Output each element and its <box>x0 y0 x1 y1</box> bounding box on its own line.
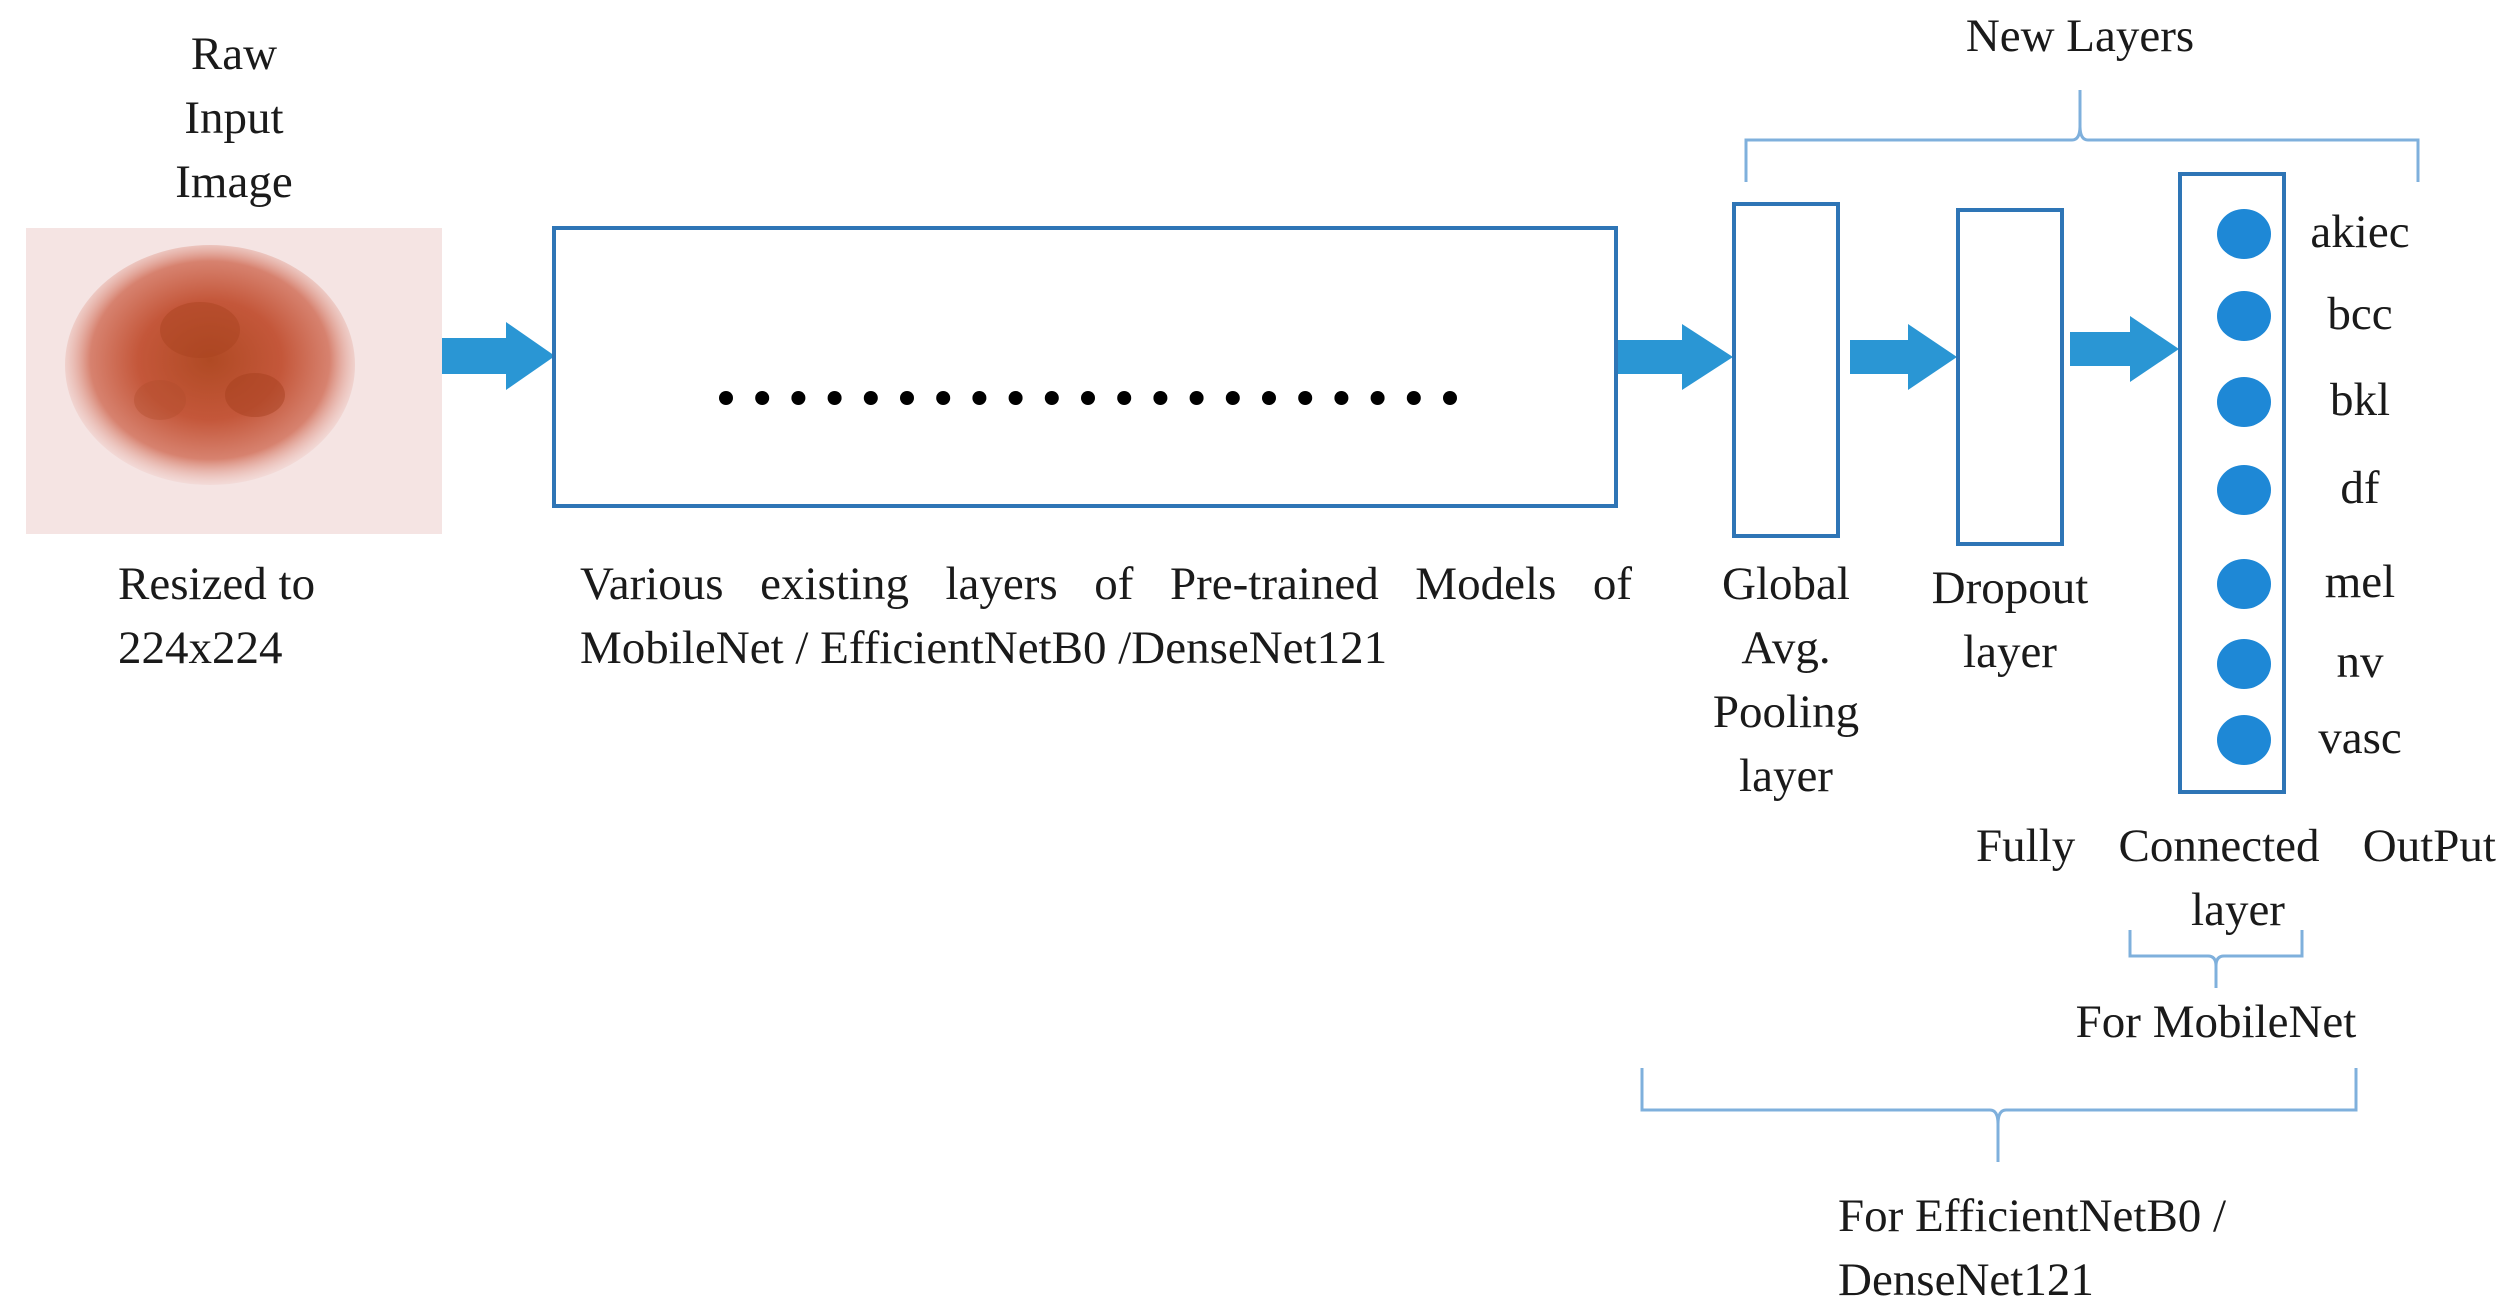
backbone-dot <box>1262 391 1276 405</box>
resize-line: Resized to <box>118 558 316 610</box>
efficientnet-brace-label: For EfficientNetB0 / DenseNet121 <box>1838 1184 2226 1312</box>
backbone-dot <box>936 391 951 405</box>
arrow-gap-to-dropout <box>1850 324 1957 390</box>
output-caption-line2: layer <box>2191 884 2285 936</box>
backbone-dot <box>755 391 770 405</box>
gap-layer-caption: Global Avg. Pooling layer <box>1686 552 1886 808</box>
mobilenet-brace-label: For MobileNet <box>2075 996 2357 1048</box>
output-caption-line1: Fully Connected OutPut <box>1976 820 2496 872</box>
output-node <box>2217 291 2271 341</box>
backbone-dot <box>972 391 987 405</box>
gap-caption-line: Pooling <box>1712 686 1860 738</box>
arrow-input-to-backbone <box>442 322 555 390</box>
backbone-dot <box>1298 391 1313 405</box>
lesion-blob <box>65 245 355 485</box>
efficientnet-brace <box>1640 1068 2358 1162</box>
dropout-caption-line: Dropout <box>1931 562 2089 614</box>
output-node <box>2217 559 2271 609</box>
output-class-label: bkl <box>2329 374 2391 426</box>
output-class-label: vasc <box>2318 712 2402 764</box>
input-title-line: Image <box>175 156 293 208</box>
dropout-caption-line: layer <box>1963 626 2057 678</box>
dropout-layer-caption: Dropout layer <box>1910 556 2110 684</box>
output-class-label: nv <box>2336 636 2384 688</box>
gap-layer-box <box>1732 202 1840 538</box>
new-layers-label: New Layers <box>1965 10 2195 62</box>
dropout-layer-box <box>1956 208 2064 546</box>
backbone-dot <box>1008 391 1023 405</box>
backbone-dot <box>1370 391 1385 405</box>
input-title: Raw Input Image <box>134 22 334 214</box>
backbone-dot <box>1153 391 1168 405</box>
backbone-dot <box>1044 391 1059 405</box>
backbone-caption-line2: MobileNet / EfficientNetB0 /DenseNet121 <box>580 622 1388 674</box>
arrow-backbone-to-gap <box>1618 324 1733 390</box>
backbone-dot <box>1406 391 1421 405</box>
backbone-dot <box>1334 391 1349 405</box>
backbone-dot <box>791 391 806 405</box>
backbone-dot <box>1225 391 1240 405</box>
input-resize-caption: Resized to 224x224 <box>118 552 315 680</box>
backbone-dot <box>1189 391 1204 405</box>
backbone-dots <box>719 391 1457 405</box>
input-image <box>26 228 442 534</box>
resize-line: 224x224 <box>118 622 283 674</box>
input-title-line: Input <box>184 92 284 144</box>
backbone-dot <box>827 391 842 405</box>
output-class-label: bcc <box>2327 288 2393 340</box>
backbone-dot <box>1117 391 1132 405</box>
efficientnet-label-line: DenseNet121 <box>1838 1254 2094 1306</box>
new-layers-brace <box>1744 90 2420 182</box>
backbone-dot <box>863 391 878 405</box>
backbone-dot <box>900 391 914 405</box>
output-class-label: akiec <box>2310 206 2410 258</box>
efficientnet-label-line: For EfficientNetB0 / <box>1838 1190 2227 1242</box>
gap-caption-line: layer <box>1739 750 1833 802</box>
output-node <box>2217 715 2271 765</box>
backbone-dot <box>1443 391 1457 405</box>
output-class-label: mel <box>2324 556 2396 608</box>
output-node <box>2217 209 2271 259</box>
output-nodes <box>2217 209 2271 765</box>
mobilenet-brace <box>2128 930 2304 988</box>
input-title-line: Raw <box>190 28 278 80</box>
backbone-dot <box>719 391 733 405</box>
output-node <box>2217 465 2271 515</box>
gap-caption-line: Avg. <box>1741 622 1831 674</box>
output-node <box>2217 639 2271 689</box>
backbone-caption-line1: Various existing layers of Pre-trained M… <box>580 558 1632 610</box>
output-node <box>2217 377 2271 427</box>
arrow-dropout-to-output <box>2070 316 2179 382</box>
backbone-dot <box>1081 391 1095 405</box>
backbone-box <box>552 226 1618 508</box>
output-class-label: df <box>2340 462 2380 514</box>
gap-caption-line: Global <box>1722 558 1850 610</box>
